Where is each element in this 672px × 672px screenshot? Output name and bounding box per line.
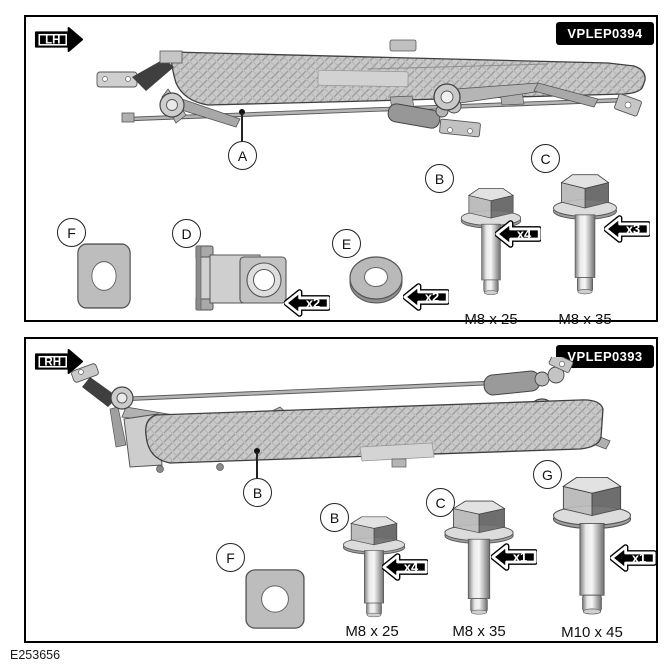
quantity-text: x1 bbox=[513, 550, 527, 565]
bolt-size-label: M8 x 35 bbox=[452, 623, 506, 640]
callout-leader bbox=[256, 452, 258, 478]
quantity-arrow-label: x3 bbox=[604, 215, 650, 243]
callout-bubble-washer: E bbox=[332, 229, 361, 258]
running-board-assembly-lh-illustration bbox=[96, 39, 646, 138]
callout-bubble-bolt: C bbox=[531, 144, 560, 173]
figure-code: E253656 bbox=[10, 648, 61, 662]
panel-rh: RH VPLEP0393 bbox=[24, 337, 658, 643]
mounting-pad-illustration bbox=[245, 569, 305, 629]
quantity-text: x3 bbox=[626, 222, 640, 237]
spacer-bracket-illustration bbox=[195, 245, 287, 311]
bolt-size-label: M10 x 45 bbox=[561, 624, 623, 641]
callout-bubble-pad: F bbox=[216, 543, 245, 572]
panel-lh: LH VPLEP0394 bbox=[24, 15, 658, 328]
callout-bubble-bolt: B bbox=[320, 503, 349, 532]
quantity-text: x2 bbox=[306, 296, 320, 311]
quantity-arrow-label: x1 bbox=[610, 544, 656, 572]
part-code-badge: VPLEP0393 bbox=[556, 345, 654, 368]
quantity-arrow-label: x2 bbox=[403, 283, 449, 311]
callout-bubble-bracket: D bbox=[172, 219, 201, 248]
callout-bubble-bolt: G bbox=[533, 460, 562, 489]
quantity-text: x1 bbox=[632, 551, 646, 566]
callout-bubble-assembly: B bbox=[243, 478, 272, 507]
callout-bubble-bolt: B bbox=[425, 164, 454, 193]
mounting-pad-illustration bbox=[77, 243, 131, 309]
callout-bubble-assembly: A bbox=[228, 141, 257, 170]
direction-arrow-rh: RH bbox=[34, 349, 84, 374]
quantity-text: x2 bbox=[425, 290, 439, 305]
quantity-arrow-label: x4 bbox=[382, 553, 428, 581]
bolt-size-label: M8 x 25 bbox=[464, 311, 518, 328]
callout-dot bbox=[239, 109, 245, 115]
callout-dot bbox=[254, 448, 260, 454]
quantity-text: x4 bbox=[517, 227, 532, 242]
quantity-arrow-label: x4 bbox=[495, 220, 541, 248]
bolt-size-label: M8 x 25 bbox=[345, 623, 399, 640]
washer-illustration bbox=[349, 256, 403, 304]
callout-leader bbox=[241, 113, 243, 141]
quantity-text: x4 bbox=[404, 560, 419, 575]
part-code-badge: VPLEP0394 bbox=[556, 22, 654, 45]
direction-label: LH bbox=[45, 35, 60, 47]
bolt-illustration bbox=[552, 476, 632, 615]
direction-arrow-lh: LH bbox=[34, 27, 84, 52]
callout-bubble-bolt: C bbox=[426, 488, 455, 517]
callout-bubble-pad: F bbox=[57, 218, 86, 247]
running-board-assembly-rh-illustration bbox=[71, 357, 611, 473]
bolt-size-label: M8 x 35 bbox=[558, 311, 612, 328]
quantity-arrow-label: x1 bbox=[491, 543, 537, 571]
quantity-arrow-label: x2 bbox=[284, 289, 330, 317]
direction-label: RH bbox=[44, 357, 61, 369]
